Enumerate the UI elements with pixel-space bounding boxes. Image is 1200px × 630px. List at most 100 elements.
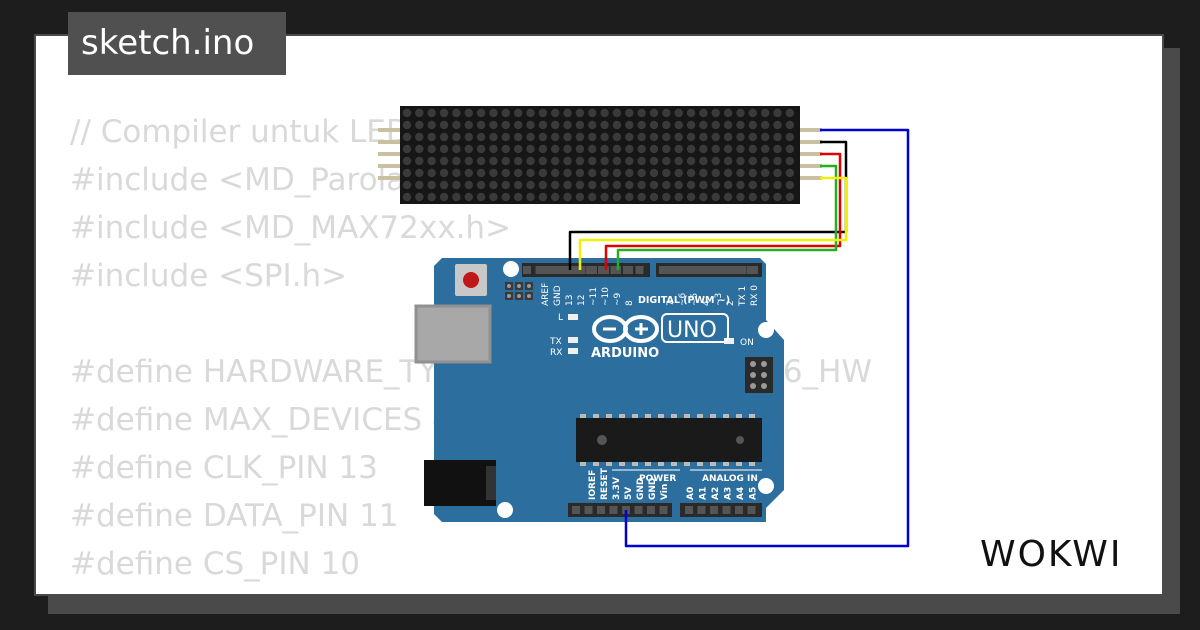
matrix-led [662, 168, 671, 178]
matrix-led [637, 132, 646, 142]
matrix-led [612, 108, 622, 118]
wire-vcc[interactable] [624, 128, 910, 548]
matrix-led [452, 132, 461, 142]
matrix-led [526, 144, 535, 154]
matrix-led [588, 120, 597, 130]
bottom-pin-holes [572, 506, 756, 514]
wire-clk[interactable] [578, 176, 848, 270]
chip-pin [749, 414, 755, 418]
matrix-led [748, 156, 757, 166]
matrix-out-pin [798, 140, 822, 144]
pin-label: 2 [726, 300, 736, 306]
matrix-led [575, 168, 585, 178]
matrix-led [464, 180, 473, 190]
matrix-led [736, 120, 745, 130]
led-rx [568, 348, 578, 354]
chip-pin [606, 462, 612, 466]
led-tx [568, 337, 578, 343]
matrix-led [427, 156, 436, 166]
led-matrix[interactable] [378, 106, 822, 204]
matrix-led [674, 180, 683, 190]
matrix-led [649, 192, 659, 202]
matrix-led [699, 144, 708, 154]
matrix-led [489, 120, 498, 130]
pin-label: TX 1 [738, 286, 748, 307]
matrix-led [748, 192, 757, 202]
pin-label: A0 [686, 487, 696, 500]
pin-hole [541, 266, 549, 274]
matrix-led [686, 156, 696, 166]
pin-label: 8 [625, 300, 635, 306]
matrix-led [575, 156, 585, 166]
matrix-led [723, 120, 733, 130]
chip-pin [606, 414, 612, 418]
matrix-led [464, 192, 473, 202]
matrix-led [612, 156, 622, 166]
matrix-led [785, 192, 795, 202]
matrix-led [551, 132, 560, 142]
matrix-led [785, 108, 795, 118]
pin-hole [597, 506, 605, 514]
icsp-pin-dot [517, 294, 521, 298]
icsp-pin-dot [527, 284, 531, 288]
matrix-led [760, 192, 770, 202]
matrix-led [686, 108, 696, 118]
pin-label: 5V [624, 487, 634, 500]
matrix-led [588, 108, 597, 118]
matrix-led [674, 132, 683, 142]
matrix-led [501, 120, 510, 130]
matrix-led [711, 192, 720, 202]
matrix-led [748, 108, 757, 118]
matrix-led [551, 168, 560, 178]
led-rx-label: RX [550, 348, 562, 358]
icsp2-pin-dot [761, 372, 767, 378]
matrix-led [489, 192, 498, 202]
matrix-led [723, 192, 733, 202]
matrix-led [402, 180, 412, 190]
matrix-led [452, 120, 461, 130]
matrix-led [489, 180, 498, 190]
chip-pin [697, 462, 703, 466]
wire-din[interactable] [604, 152, 842, 270]
matrix-led [575, 192, 585, 202]
wire-cs[interactable] [616, 164, 838, 270]
matrix-led [686, 192, 696, 202]
matrix-led [686, 120, 696, 130]
matrix-led [588, 192, 597, 202]
pin-hole [734, 266, 742, 274]
arduino-infinity-logo [592, 315, 659, 343]
matrix-led [699, 156, 708, 166]
matrix-led [427, 132, 436, 142]
chip-pin [749, 462, 755, 466]
icsp2-pins [750, 361, 767, 389]
sketch-filename-tab[interactable]: sketch.ino [68, 12, 286, 75]
matrix-led [785, 168, 795, 178]
matrix-led [637, 108, 646, 118]
matrix-led [476, 180, 486, 190]
matrix-led [501, 192, 510, 202]
matrix-led [612, 132, 622, 142]
matrix-led [600, 132, 609, 142]
matrix-led [600, 192, 609, 202]
matrix-led [637, 168, 646, 178]
pin-label: ~9 [613, 292, 623, 306]
pin-label: GND [648, 478, 658, 500]
matrix-led [662, 180, 671, 190]
matrix-led [662, 108, 671, 118]
matrix-led [723, 132, 733, 142]
uno-badge [661, 313, 729, 343]
pin-hole [553, 266, 561, 274]
wires[interactable] [568, 128, 910, 548]
pin-label: GND [553, 285, 563, 306]
wokwi-logo-text: WOKWI [980, 534, 1122, 575]
pin-hole [609, 506, 618, 514]
pin-label: ~3 [714, 293, 724, 306]
pin-label: RESET [600, 467, 610, 500]
icsp-pin-dot [527, 294, 531, 298]
matrix-led [588, 144, 597, 154]
matrix-led [452, 156, 461, 166]
matrix-led [785, 132, 795, 142]
